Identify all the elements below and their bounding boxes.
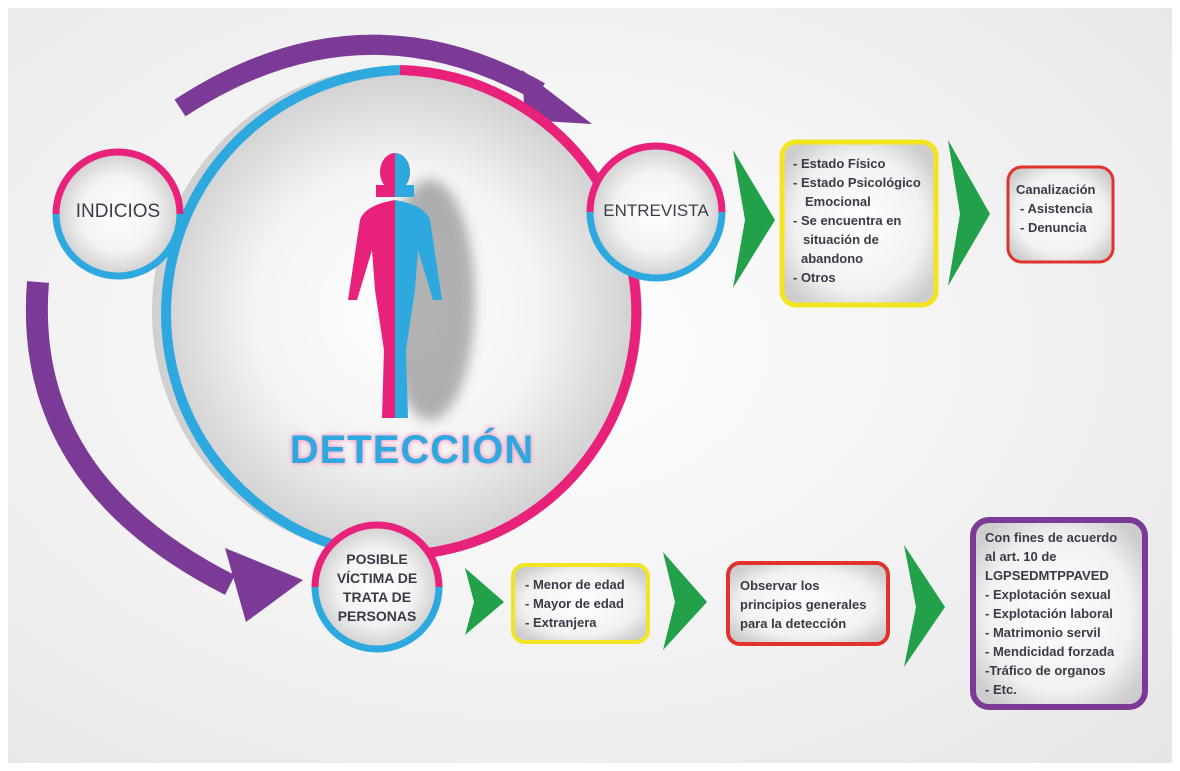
list-item: -Tráfico de organos [985, 663, 1106, 678]
posible-victima-line-4: PERSONAS [337, 608, 417, 624]
posible-victima-label: POSIBLE VÍCTIMA DE TRATA DE PERSONAS [315, 550, 439, 626]
green-chevron-3-icon [465, 568, 504, 635]
green-chevron-4-icon [663, 552, 707, 650]
list-item: Canalización [1016, 182, 1096, 197]
list-item: - Extranjera [525, 615, 597, 630]
posible-victima-line-2: VÍCTIMA DE [336, 570, 418, 586]
list-item: Emocional [805, 194, 871, 209]
principios-list: Observar los principios generales para l… [740, 576, 885, 633]
list-item: principios generales [740, 597, 867, 612]
list-item: Con fines de acuerdo [985, 530, 1118, 545]
entrevista-node [586, 142, 726, 282]
canalizacion-box [1006, 165, 1115, 264]
list-item: - Estado Físico [793, 156, 886, 171]
indicios-label: INDICIOS [75, 201, 161, 222]
list-item: - Etc. [985, 682, 1017, 697]
list-item: Observar los [740, 578, 820, 593]
human-figure-icon [348, 153, 475, 420]
list-item: - Menor de edad [525, 577, 625, 592]
list-item: abandono [801, 251, 864, 266]
list-item: situación de [803, 232, 879, 247]
green-chevron-1-icon [733, 150, 775, 288]
list-item: para la detección [740, 616, 847, 631]
list-item: - Explotación sexual [985, 587, 1111, 602]
green-chevron-2-icon [948, 140, 990, 286]
list-item: - Matrimonio servil [985, 625, 1101, 640]
list-item: - Estado Psicológico [793, 175, 921, 190]
list-item: - Denuncia [1020, 220, 1087, 235]
entrevista-list: - Estado Físico - Estado Psicológico Emo… [793, 154, 933, 287]
entrevista-label: ENTREVISTA [603, 201, 709, 220]
top-purple-arrow [174, 34, 592, 124]
list-item: - Explotación laboral [985, 606, 1113, 621]
list-item: LGPSEDMTPPAVED [985, 568, 1109, 583]
list-item: - Otros [793, 270, 836, 285]
posible-victima-node [311, 521, 443, 653]
left-purple-arrow [25, 281, 303, 622]
fines-box [970, 517, 1148, 710]
list-item: - Mendicidad forzada [985, 644, 1115, 659]
posible-victima-line-3: TRATA DE [342, 589, 412, 605]
green-chevron-5-icon [904, 545, 945, 667]
edad-list: - Menor de edad - Mayor de edad - Extran… [525, 575, 645, 632]
list-item: - Mayor de edad [525, 596, 624, 611]
posible-victima-line-1: POSIBLE [346, 551, 408, 567]
entrevista-box [779, 139, 939, 308]
principios-box [726, 561, 890, 646]
canalizacion-list: Canalización - Asistencia - Denuncia [1016, 180, 1110, 237]
list-item: - Asistencia [1020, 201, 1093, 216]
deteccion-title: DETECCIÓN [289, 428, 535, 472]
list-item: al art. 10 de [985, 549, 1057, 564]
edad-box [511, 563, 650, 644]
list-item: - Se encuentra en [793, 213, 902, 228]
fines-list: Con fines de acuerdo al art. 10 de LGPSE… [985, 528, 1143, 699]
indicios-node [52, 148, 184, 280]
